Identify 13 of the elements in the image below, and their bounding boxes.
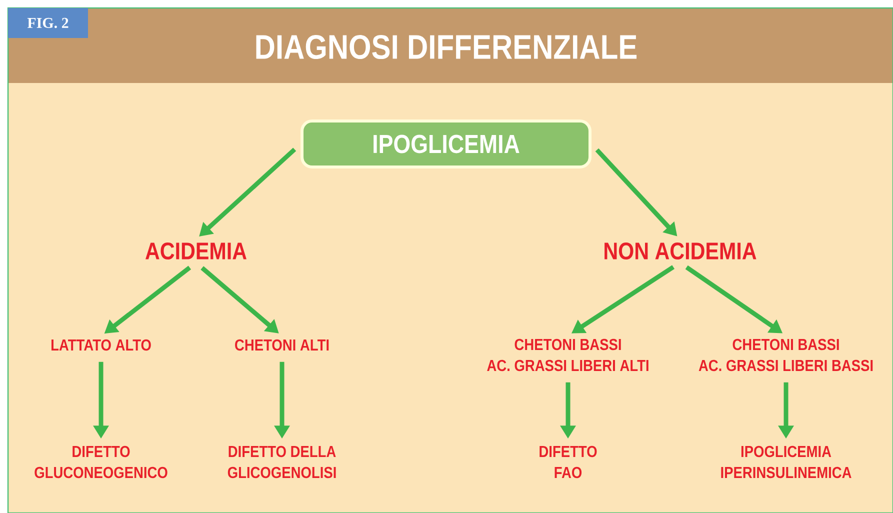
category-heading: NON ACIDEMIA <box>604 242 756 260</box>
result-text: CHETONI ALTI <box>235 339 329 351</box>
figure-tag: FIG. 2 <box>8 8 88 38</box>
category-heading: ACIDEMIA <box>146 242 246 260</box>
result-text: DIFETTO FAO <box>540 446 597 478</box>
process-box: IPOGLICEMIA <box>300 120 592 168</box>
result-text: CHETONI BASSI AC. GRASSI LIBERI ALTI <box>487 338 648 372</box>
title: DIAGNOSI DIFFERENZIALE <box>256 34 637 60</box>
result-text: LATTATO ALTO <box>52 339 151 351</box>
result-text: IPOGLICEMIA IPERINSULINEMICA <box>721 446 852 478</box>
result-text: CHETONI BASSI AC. GRASSI LIBERI BASSI <box>698 338 873 372</box>
result-text: DIFETTO DELLA GLICOGENOLISI <box>228 446 336 478</box>
result-text: DIFETTO GLUCONEOGENICO <box>34 446 168 478</box>
